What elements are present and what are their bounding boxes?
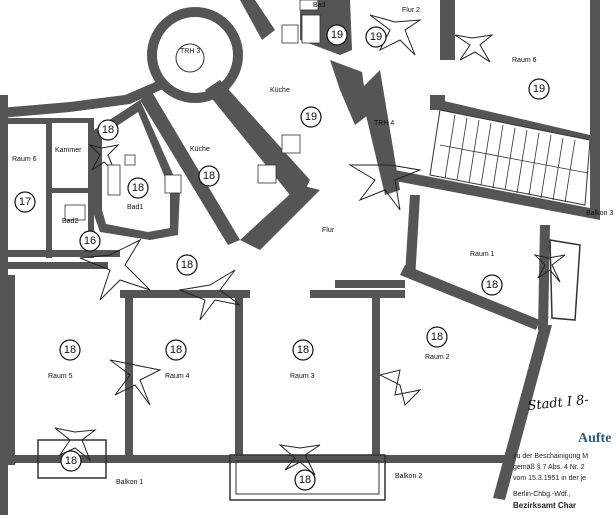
badge-raum3: 18 bbox=[292, 339, 314, 361]
badge-balkon2: 18 bbox=[294, 469, 316, 491]
svg-text:18: 18 bbox=[102, 124, 114, 136]
svg-text:19: 19 bbox=[370, 31, 382, 43]
badge-kueche-top: 19 bbox=[300, 106, 322, 128]
label-raum2: Raum 2 bbox=[425, 354, 450, 361]
label-bad1: Bad1 bbox=[127, 204, 143, 211]
svg-text:19: 19 bbox=[533, 83, 545, 95]
svg-text:18: 18 bbox=[486, 279, 498, 291]
badge-flur: 18 bbox=[176, 254, 198, 276]
legend-line-1: zu der Beschainigung M bbox=[513, 453, 588, 460]
badge-raum6-left: 17 bbox=[14, 191, 36, 213]
label-kueche-mid: Küche bbox=[190, 146, 210, 153]
badge-bad-b: 19 bbox=[365, 26, 387, 48]
svg-text:19: 19 bbox=[305, 111, 317, 123]
room-labels: Bad Flur 2 TRH 3 Küche Raum 6 Raum 6 Kam… bbox=[12, 2, 613, 486]
label-balkon3: Balkon 3 bbox=[586, 210, 613, 217]
svg-text:16: 16 bbox=[84, 235, 96, 247]
staircase-trh4 bbox=[429, 109, 591, 206]
svg-text:18: 18 bbox=[181, 259, 193, 271]
legend-line-2: gemäß § 7 Abs. 4 Nr. 2 bbox=[513, 464, 585, 471]
walls bbox=[0, 0, 600, 515]
badge-kueche-mid: 18 bbox=[198, 165, 220, 187]
label-raum6-right: Raum 6 bbox=[512, 57, 537, 64]
badge-raum5: 18 bbox=[59, 339, 81, 361]
badge-bad-a: 19 bbox=[326, 24, 348, 46]
badge-raum6-right: 19 bbox=[528, 78, 550, 100]
svg-text:18: 18 bbox=[299, 474, 311, 486]
label-flur: Flur bbox=[322, 227, 335, 234]
badge-raum4: 18 bbox=[165, 339, 187, 361]
svg-text:18: 18 bbox=[64, 344, 76, 356]
svg-text:19: 19 bbox=[331, 29, 343, 41]
label-raum6-left: Raum 6 bbox=[12, 156, 37, 163]
legend-title: Aufte bbox=[578, 431, 611, 446]
label-flur2: Flur 2 bbox=[402, 7, 420, 14]
label-bad-top: Bad bbox=[313, 2, 326, 9]
label-balkon2: Balkon 2 bbox=[395, 473, 422, 480]
room-number-badges: 19 19 19 19 18 17 18 18 16 18 18 18 18 1… bbox=[14, 24, 550, 491]
label-balkon1: Balkon 1 bbox=[116, 479, 143, 486]
legend-block: Aufte zu der Beschainigung M gemäß § 7 A… bbox=[513, 431, 611, 510]
svg-text:18: 18 bbox=[65, 455, 77, 467]
badge-kammer: 18 bbox=[97, 119, 119, 141]
badge-raum1: 18 bbox=[481, 274, 503, 296]
badge-raum2: 18 bbox=[426, 326, 448, 348]
svg-text:18: 18 bbox=[170, 344, 182, 356]
label-trh3: TRH 3 bbox=[180, 48, 200, 55]
label-bad2: Bad2 bbox=[62, 218, 78, 225]
handwritten-annotation: Stadt I 8- bbox=[527, 393, 590, 414]
legend-line-4: Berlin-Chbg.-Wdf., bbox=[513, 491, 571, 498]
badge-bad1: 18 bbox=[127, 177, 149, 199]
svg-text:18: 18 bbox=[297, 344, 309, 356]
svg-text:18: 18 bbox=[203, 170, 215, 182]
legend-line-5: Bezirksamt Char bbox=[513, 501, 576, 510]
label-trh4: TRH 4 bbox=[374, 120, 394, 127]
badge-balkon1: 18 bbox=[60, 450, 82, 472]
label-kammer: Kammer bbox=[55, 147, 82, 154]
label-raum4: Raum 4 bbox=[165, 373, 190, 380]
label-raum5: Raum 5 bbox=[48, 373, 73, 380]
fixtures bbox=[64, 0, 321, 221]
label-raum3: Raum 3 bbox=[290, 373, 315, 380]
svg-text:17: 17 bbox=[19, 196, 31, 208]
svg-text:18: 18 bbox=[431, 331, 443, 343]
door-swings bbox=[54, 14, 566, 476]
badge-bad2: 16 bbox=[79, 230, 101, 252]
legend-line-3: vom 15.3.1951 in der je bbox=[513, 475, 586, 482]
svg-text:18: 18 bbox=[132, 182, 144, 194]
label-kueche-top: Küche bbox=[270, 87, 290, 94]
label-raum1: Raum 1 bbox=[470, 251, 495, 258]
